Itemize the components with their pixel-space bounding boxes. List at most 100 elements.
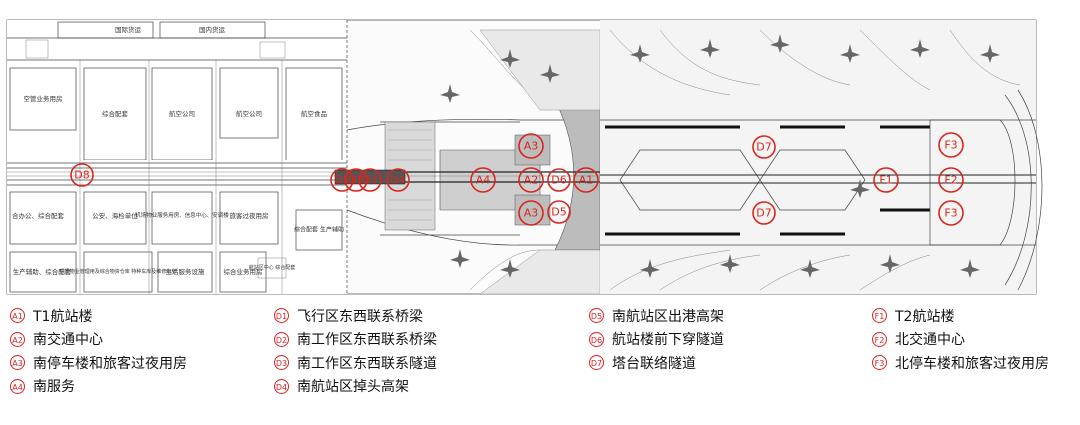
legend-item: D6 航站楼前下穿隧道 — [589, 328, 724, 352]
marker-f2: F2 — [938, 167, 964, 193]
legend-column-f: F1 T2航站楼 F2 北交通中心 F3 北停车楼和旅客过夜用房 — [872, 304, 1049, 375]
legend-label: 南交通中心 — [33, 332, 103, 349]
legend-label: 北停车楼和旅客过夜用房 — [895, 355, 1049, 372]
legend: A1 T1航站楼 A2 南交通中心 A3 南停车楼和旅客过夜用房 A4 南服务 D1 飞行… — [0, 304, 1080, 414]
marker-label: D5 — [551, 206, 566, 219]
marker-a4: A4 — [470, 167, 496, 193]
legend-item: A2 南交通中心 — [10, 328, 187, 352]
marker-d7-north: D7 — [752, 135, 776, 159]
zone-label: 国际货运 — [115, 25, 142, 34]
zone-label: 航空公司 — [236, 109, 262, 118]
legend-item: F2 北交通中心 — [872, 328, 1049, 352]
legend-item: D4 南航站区掉头高架 — [274, 375, 437, 399]
marker-label: D3 — [362, 174, 377, 187]
legend-code-badge: A4 — [10, 378, 25, 394]
site-plan-drawing: 国际货运 国内货运 空管业务用房 综合配套 航空公司 航空公司 航空食品 合办公… — [6, 19, 1043, 295]
marker-label: F2 — [944, 174, 957, 187]
zone-label: 综合业务用房 — [224, 267, 263, 276]
marker-a3-north: A3 — [518, 133, 544, 159]
zone-label: 生活服务设施 — [166, 267, 206, 276]
zone-label: 旅客过夜用房 — [230, 211, 269, 220]
legend-code-badge: D4 — [274, 378, 289, 394]
legend-item: D3 南工作区东西联系隧道 — [274, 351, 437, 375]
legend-label: 塔台联络隧道 — [612, 355, 696, 372]
marker-label: D8 — [74, 169, 89, 182]
legend-item: F3 北停车楼和旅客过夜用房 — [872, 351, 1049, 375]
legend-label: 南工作区东西联系桥梁 — [297, 332, 437, 349]
plan-markers: A1 A2 A3 A3 A4 D1 D2 D3 D4 D5 D6 D7 D7 F… — [70, 132, 964, 226]
marker-label: A4 — [476, 174, 491, 187]
marker-label: A1 — [579, 174, 594, 187]
zone-label: 航空食品 — [301, 109, 327, 118]
marker-label: A3 — [524, 140, 539, 153]
legend-item: D7 塔台联络隧道 — [589, 351, 724, 375]
marker-label: F3 — [944, 139, 957, 152]
marker-d5: D5 — [547, 200, 571, 224]
legend-label: 南航站区掉头高架 — [297, 379, 409, 396]
legend-code-badge: F2 — [872, 331, 887, 347]
zone-label: 生产辅助、综合配套 — [13, 267, 72, 276]
legend-label: 南服务 — [33, 379, 75, 396]
zone-label: 综合配套 — [102, 109, 129, 118]
legend-code-badge: D2 — [274, 331, 289, 347]
zone-label: 机场物业服务用房、信息中心、安调楼 — [135, 211, 229, 219]
west-work-zone: 国际货运 国内货运 空管业务用房 综合配套 航空公司 航空公司 航空食品 合办公… — [7, 20, 348, 294]
legend-label: 北交通中心 — [895, 332, 965, 349]
legend-column-d-cont: D5 南航站区出港高架 D6 航站楼前下穿隧道 D7 塔台联络隧道 — [589, 304, 724, 375]
legend-item: A4 南服务 — [10, 375, 187, 399]
marker-d7-south: D7 — [752, 201, 776, 225]
legend-code-badge: D3 — [274, 355, 289, 371]
legend-label: T2航站楼 — [895, 308, 955, 325]
zone-label: 合办公、综合配套 — [12, 211, 65, 220]
legend-item: D2 南工作区东西联系桥梁 — [274, 328, 437, 352]
legend-code-badge: A3 — [10, 355, 25, 371]
legend-code-badge: A2 — [10, 331, 25, 347]
marker-label: F1 — [879, 174, 892, 187]
marker-f3-south: F3 — [938, 200, 964, 226]
marker-label: F3 — [944, 207, 957, 220]
legend-code-badge: A1 — [10, 308, 25, 324]
legend-item: F1 T2航站楼 — [872, 304, 1049, 328]
zone-label: 航空公司 — [169, 109, 195, 118]
marker-label: A3 — [524, 207, 539, 220]
legend-label: 航站楼前下穿隧道 — [612, 332, 724, 349]
legend-code-badge: D1 — [274, 308, 289, 324]
legend-label: 南工作区东西联系隧道 — [297, 355, 437, 372]
zone-label: 空管业务用房 — [24, 94, 63, 103]
legend-column-a: A1 T1航站楼 A2 南交通中心 A3 南停车楼和旅客过夜用房 A4 南服务 — [10, 304, 187, 398]
marker-label: D6 — [551, 174, 566, 187]
legend-code-badge: D5 — [589, 308, 604, 324]
legend-label: T1航站楼 — [33, 308, 93, 325]
zone-label: 国内货运 — [199, 25, 226, 34]
marker-label: D7 — [756, 141, 771, 154]
zone-label: 综合配套 生产辅助 — [294, 226, 344, 234]
legend-code-badge: D6 — [589, 331, 604, 347]
marker-a2: A2 — [518, 167, 544, 193]
marker-a3-south: A3 — [518, 200, 544, 226]
legend-code-badge: F3 — [872, 355, 887, 371]
legend-item: A3 南停车楼和旅客过夜用房 — [10, 351, 187, 375]
airfield-and-t2-area — [440, 20, 1043, 294]
legend-item: D1 飞行区东西联系桥梁 — [274, 304, 437, 328]
legend-label: 飞行区东西联系桥梁 — [297, 308, 423, 325]
marker-d8: D8 — [70, 163, 94, 187]
legend-item: D5 南航站区出港高架 — [589, 304, 724, 328]
marker-f3-north: F3 — [938, 132, 964, 158]
legend-item: A1 T1航站楼 — [10, 304, 187, 328]
marker-f1: F1 — [873, 167, 899, 193]
legend-label: 南航站区出港高架 — [612, 308, 724, 325]
marker-label: D7 — [756, 207, 771, 220]
marker-a1: A1 — [573, 167, 599, 193]
marker-d6: D6 — [547, 168, 571, 192]
legend-code-badge: D7 — [589, 355, 604, 371]
marker-d4: D4 — [386, 168, 410, 192]
legend-column-d: D1 飞行区东西联系桥梁 D2 南工作区东西联系桥梁 D3 南工作区东西联系隧道 D4… — [274, 304, 437, 398]
zone-label: 航站区中心 综合配套 — [249, 264, 296, 271]
legend-code-badge: F1 — [872, 308, 887, 324]
zone-label: 机场物业管理用及综合物资仓库 特种车库及维修用房 — [60, 268, 177, 275]
marker-d3: D3 — [358, 168, 382, 192]
marker-label: A2 — [524, 174, 539, 187]
zone-label: 公安、海检单位 — [92, 211, 138, 220]
marker-label: D4 — [390, 174, 405, 187]
legend-label: 南停车楼和旅客过夜用房 — [33, 355, 187, 372]
